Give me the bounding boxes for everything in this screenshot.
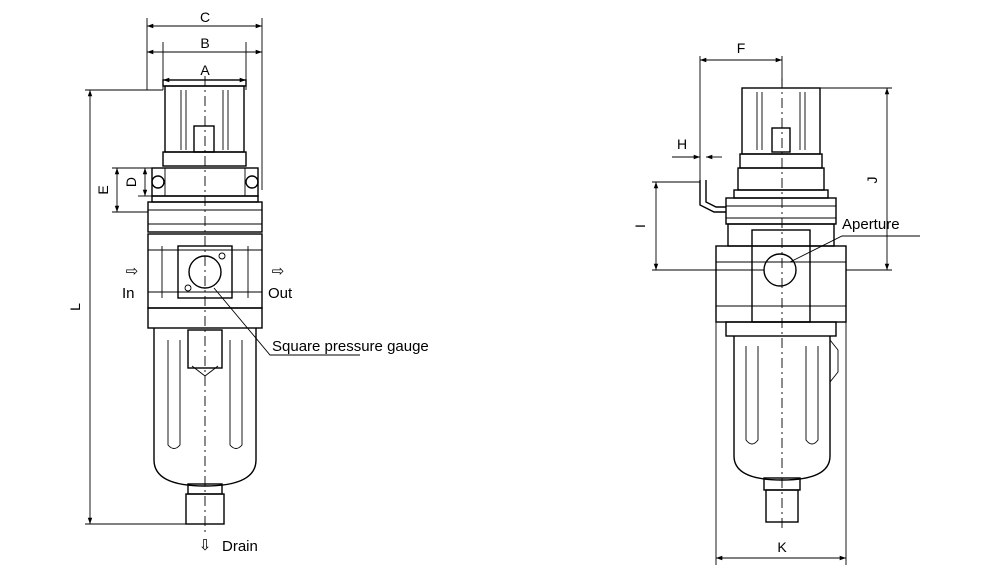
dim-label-k: K bbox=[777, 539, 787, 555]
dim-label-h: H bbox=[677, 136, 687, 152]
front-view bbox=[85, 18, 360, 535]
dim-label-e: E bbox=[95, 185, 111, 194]
dim-label-d: D bbox=[123, 177, 139, 187]
dim-label-j: J bbox=[864, 177, 880, 184]
drain-label: Drain bbox=[222, 538, 258, 555]
drain-arrow-icon: ⇩ bbox=[199, 537, 212, 554]
out-label: Out bbox=[268, 285, 293, 302]
dim-label-l: L bbox=[67, 303, 83, 311]
dim-label-a: A bbox=[200, 62, 210, 78]
aperture-label: Aperture bbox=[842, 216, 900, 233]
dim-label-b: B bbox=[200, 35, 209, 51]
dim-label-f: F bbox=[737, 40, 746, 56]
side-view bbox=[652, 56, 920, 565]
out-arrow-icon: ⇨ bbox=[272, 263, 285, 280]
in-label: In bbox=[122, 285, 135, 302]
in-arrow-icon: ⇨ bbox=[126, 263, 139, 280]
dim-label-i: I bbox=[632, 224, 648, 228]
dim-label-c: C bbox=[200, 9, 210, 25]
square-pressure-gauge-label: Square pressure gauge bbox=[272, 338, 429, 355]
